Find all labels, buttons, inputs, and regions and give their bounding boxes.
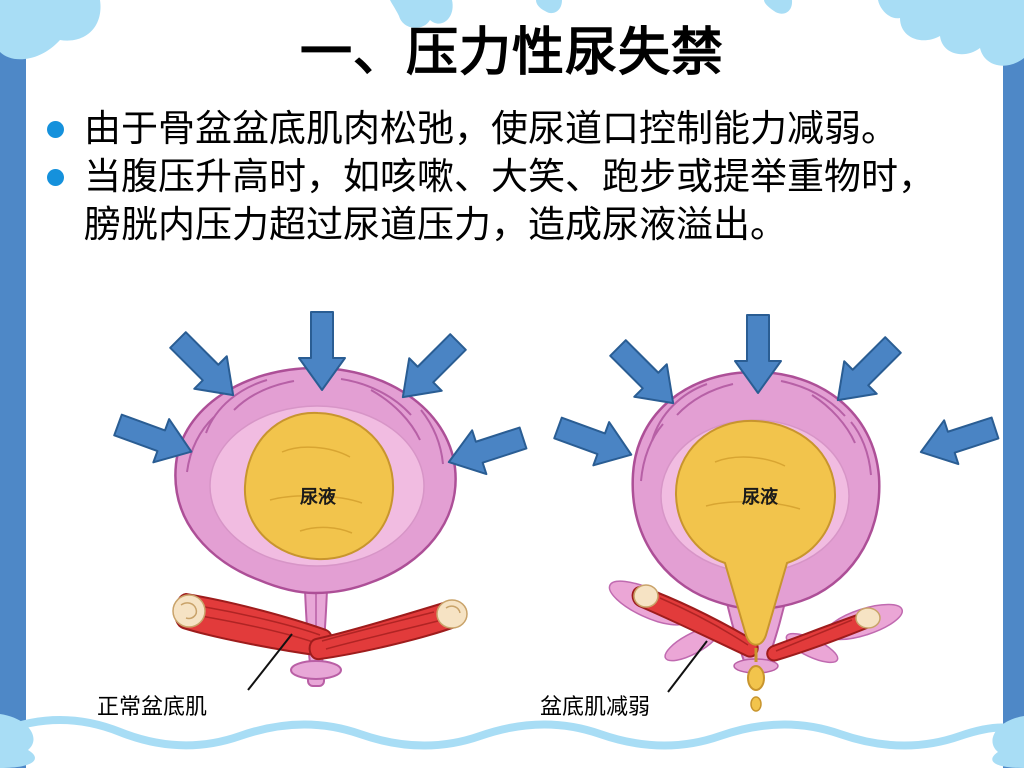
bullet-dot-icon (47, 121, 64, 138)
bullet-list: 由于骨盆盆底肌肉松弛，使尿道口控制能力减弱。 当腹压升高时，如咳嗽、大笑、跑步或… (44, 106, 954, 250)
normal-bladder-diagram: 尿液 正常盆底肌 (97, 311, 532, 719)
urine-drop (750, 696, 762, 712)
bullet-line: 膀胱内压力超过尿道压力，造成尿液溢出。 (84, 205, 787, 246)
urine-pool (243, 411, 395, 561)
bullet-line: 由于骨盆盆底肌肉松弛，使尿道口控制能力减弱。 (84, 109, 898, 150)
muscle-end (436, 599, 468, 629)
urine-ripples (269, 446, 363, 534)
normal-muscle-caption: 正常盆底肌 (97, 694, 207, 719)
pressure-arrow-left (549, 405, 641, 478)
bullet-item: 当腹压升高时，如咳嗽、大笑、跑步或提举重物时， 膀胱内压力超过尿道压力，造成尿液… (44, 154, 954, 250)
bullet-dot-icon (47, 169, 64, 186)
urine-label: 尿液 (742, 486, 779, 507)
bladder-wrinkles (186, 378, 444, 473)
bladder-wrinkles (640, 380, 872, 482)
urine-pool-leaking (674, 419, 837, 646)
bullet-line: 当腹压升高时，如咳嗽、大笑、跑步或提举重物时， (84, 157, 935, 198)
pelvic-floor-muscle-weak (631, 584, 881, 662)
weak-muscle-caption: 盆底肌减弱 (540, 694, 650, 719)
caption-pointer-line (247, 633, 293, 691)
bladder-pressure-figure: 尿液 正常盆底肌 (97, 311, 1004, 719)
muscle-end (633, 584, 659, 608)
pressure-arrow-right (912, 405, 1004, 475)
pelvic-floor-muscle-normal (172, 592, 468, 661)
slide-title: 一、压力性尿失禁 (299, 24, 724, 82)
urine-drop (747, 665, 765, 691)
bullet-item: 由于骨盆盆底肌肉松弛，使尿道口控制能力减弱。 (44, 106, 954, 154)
caption-pointer-line (667, 640, 708, 693)
cloud-border-bottom (0, 714, 1024, 768)
muscle-end (855, 607, 881, 629)
bullet-text: 当腹压升高时，如咳嗽、大笑、跑步或提举重物时， 膀胱内压力超过尿道压力，造成尿液… (84, 154, 935, 250)
bullet-text: 由于骨盆盆底肌肉松弛，使尿道口控制能力减弱。 (84, 106, 898, 154)
urine-label: 尿液 (300, 486, 337, 507)
muscle-end (172, 594, 206, 628)
right-border-bar (1003, 0, 1024, 768)
weakened-bladder-diagram: 尿液 盆底肌减弱 (540, 314, 1004, 719)
left-border-bar (0, 0, 26, 768)
cloud-border-top (0, 0, 1024, 66)
urine-ripples (705, 456, 801, 510)
